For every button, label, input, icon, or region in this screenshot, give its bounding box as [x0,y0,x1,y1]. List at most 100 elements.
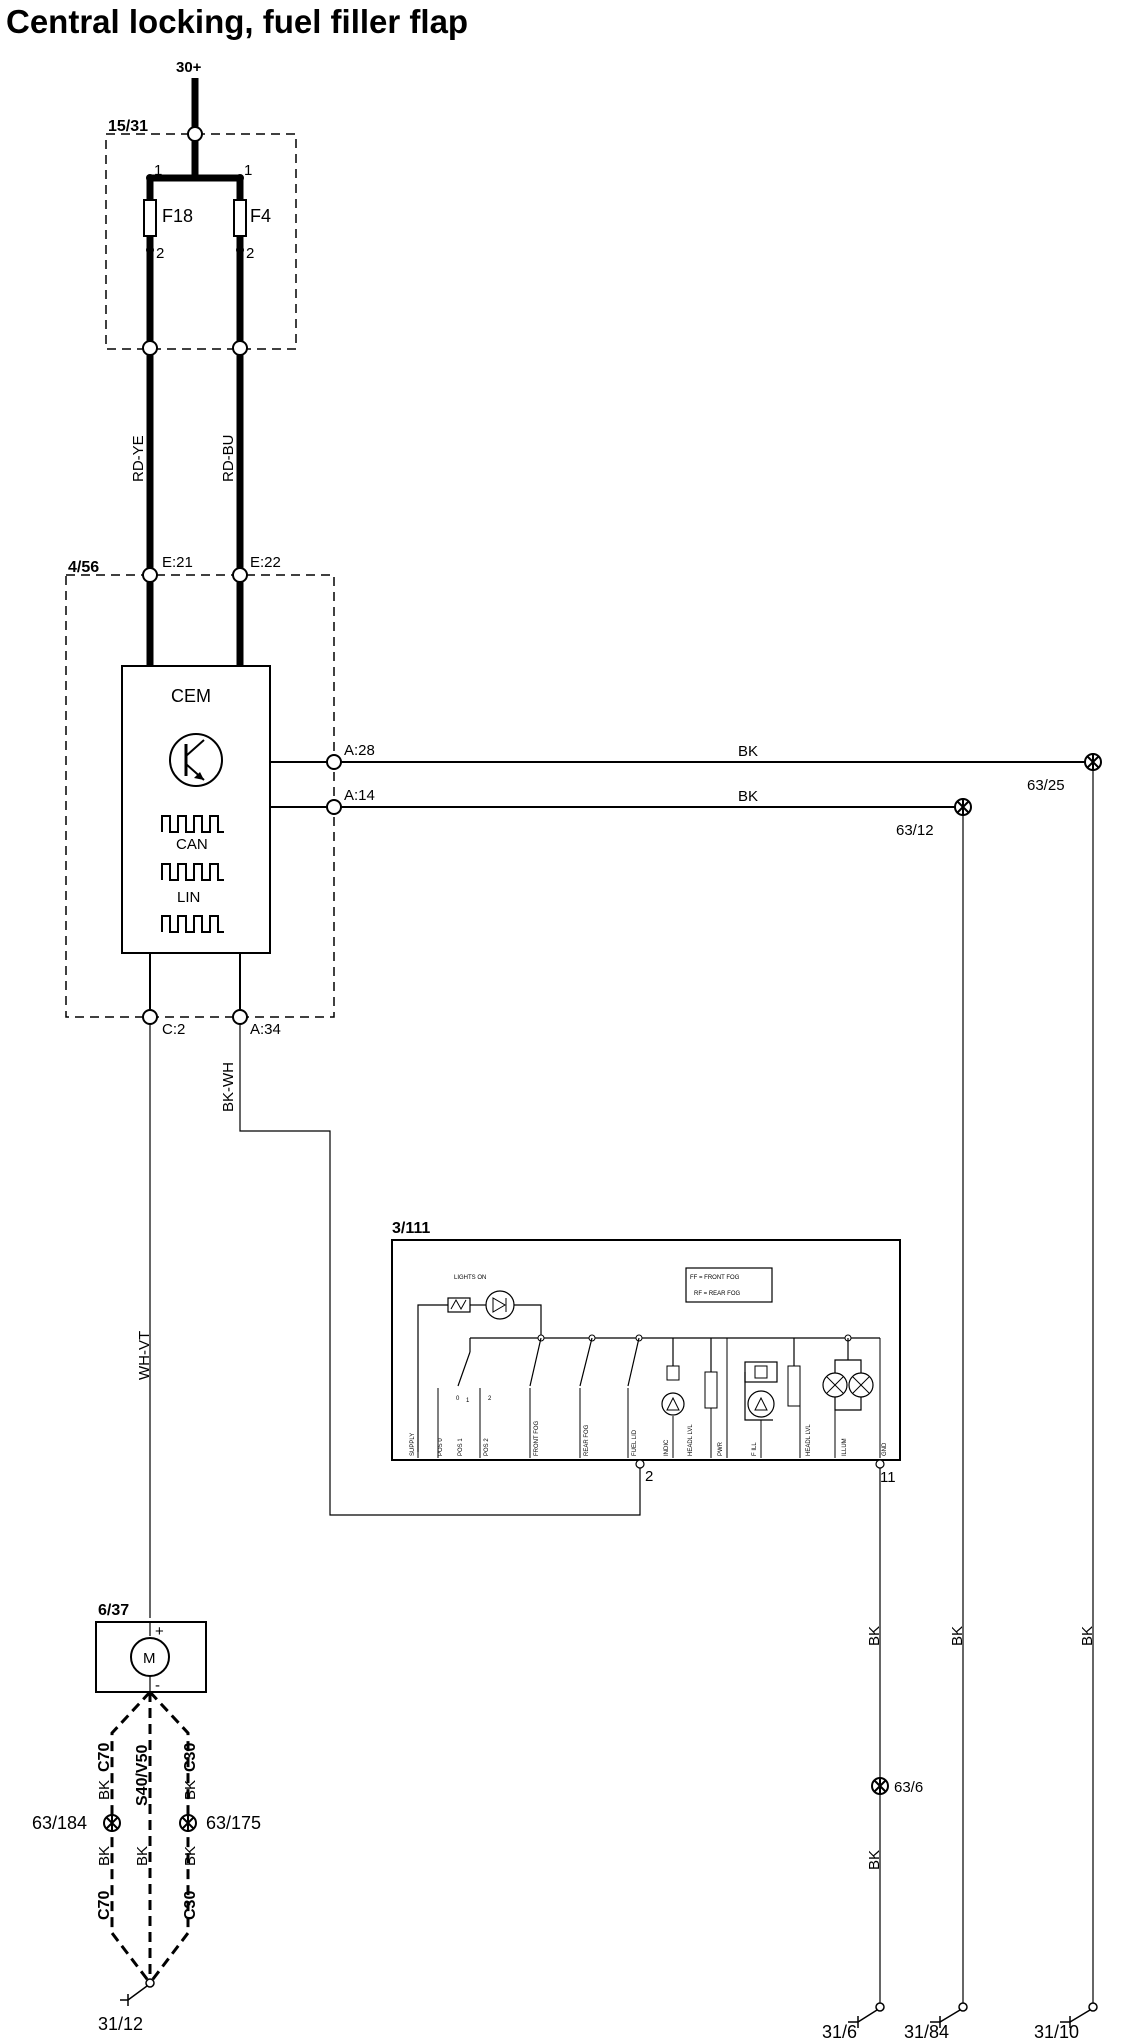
page-title: Central locking, fuel filler flap [6,3,469,40]
illumination-bulbs-icon [822,1338,874,1411]
pin-pos2: POS 2 [484,1438,490,1456]
wire-bk-label-switch-upper: BK [866,1626,883,1646]
ground-point-63-12-icon [954,798,972,816]
ground-point-63-12-label: 63/12 [896,822,934,839]
fuse-f4: 1 F4 2 [233,162,271,348]
pin-pwr: PWR [718,1441,724,1456]
ground-point-63-25-label: 63/25 [1027,777,1065,794]
wire-bk-c30-upper: BK [182,1780,199,1800]
pin-indic: INDIC [664,1439,670,1456]
cem-conn-e22: E:22 [250,554,281,571]
wire-rd-bu-label: RD-BU [220,435,237,483]
fuse-box-id: 15/31 [108,118,148,135]
cem-unit [121,665,271,954]
fuse-f18-pin-2: 2 [156,245,164,262]
lin-pulse-icon [161,915,224,933]
cem-name: CEM [171,686,211,706]
light-switch-pin-11: 11 [880,1469,896,1486]
pin-pos1: POS 1 [458,1438,464,1456]
cem-conn-a14: A:14 [344,787,375,804]
pin-supply: SUPPLY [410,1433,416,1456]
ground-point-63-184-label: 63/184 [32,1813,87,1833]
fuse-f4-pin-1: 1 [244,162,252,179]
wire-bk-label-6312: BK [949,1626,966,1646]
motor-minus: - [155,1677,160,1694]
wire-wh-vt-label: WH-VT [136,1331,153,1380]
wire-bk-c70-lower: BK [96,1846,113,1866]
fuse-box-15-31: 15/31 1 F18 2 1 F4 2 [105,118,297,356]
wire-bk-c70-upper: BK [96,1780,113,1800]
ground-31-84-label: 31/84 [904,2022,949,2040]
wire-bk-label-a28: BK [738,743,758,760]
wire-rd-ye-label: RD-YE [130,435,147,482]
fuse-f4-label: F4 [250,206,271,226]
pin-rear-fog: REAR FOG [584,1424,590,1456]
fuse-f4-pin-2: 2 [246,245,254,262]
switch-pos-1: 1 [466,1398,470,1404]
ground-31-6: 31/6 [822,2002,885,2040]
lights-on-led-icon [485,1290,515,1320]
transistor-icon [169,733,223,787]
ground-31-12: 31/12 [98,1978,155,2034]
ground-31-10: 31/10 [1034,2002,1098,2040]
light-switch-id: 3/111 [392,1220,430,1237]
fuse-f18: 1 F18 2 [143,162,193,348]
pin-front-fog: FRONT FOG [534,1420,540,1456]
ground-point-63-25-icon [1084,753,1102,771]
ground-point-63-184-icon [103,1814,121,1832]
cem-module-4-56: 4/56 E:21 E:22 CEM CAN LIN A:28 [65,554,375,1038]
pin-illum: ILLUM [842,1438,848,1456]
variant-c30-lower: C30 [182,1891,199,1920]
cem-conn-a28: A:28 [344,742,375,759]
cem-conn-a34: A:34 [250,1021,281,1038]
lights-on-label: LIGHTS ON [454,1275,486,1281]
wire-bk-wh: BK-WH [220,1024,641,1516]
wire-bk-label-6325: BK [1079,1626,1096,1646]
cem-conn-e21: E:21 [162,554,193,571]
cem-lin-label: LIN [177,889,200,906]
wire-bk-label-switch-lower: BK [866,1850,883,1870]
ground-point-63-6-label: 63/6 [894,1779,923,1796]
wire-bk-c30-lower: BK [182,1846,199,1866]
cem-conn-c2: C:2 [162,1021,185,1038]
pin-fuel-lid: FUEL LID [632,1429,638,1456]
ground-wires-cem: BK BK 63/25 63/12 BK BK [341,743,1102,2007]
can-pulse-icon [161,815,224,881]
ground-point-63-6-icon [871,1777,889,1795]
pin-headl-lvl: HEADL LVL [688,1424,694,1456]
ground-31-12-label: 31/12 [98,2014,143,2034]
fuel-flap-motor-6-37: 6/37 + - M [95,1602,207,1694]
motor-plus: + [155,1623,164,1640]
switch-pos-0: 0 [456,1396,460,1402]
supply-30plus: 30+ [176,59,202,134]
motor-symbol: M [143,1650,156,1667]
light-switch-pin-2: 2 [645,1468,653,1485]
variant-c70-upper: C70 [96,1743,113,1772]
wire-bk-wh-label: BK-WH [220,1062,237,1112]
cem-can-label: CAN [176,836,208,853]
light-switch-3-111: 3/111 LIGHTS ON FF = FRONT FOG RF = REAR… [391,1220,901,1486]
motor-id: 6/37 [98,1602,129,1619]
ground-31-6-label: 31/6 [822,2022,857,2040]
variant-c70-lower: C70 [96,1891,113,1920]
switch-pos-2: 2 [488,1396,492,1402]
wire-bk-s40-lower: BK [134,1846,151,1866]
fuse-box-input-node [187,126,203,142]
pin-pos0: POS 0 [438,1438,444,1456]
fuse-f18-pin-1: 1 [154,162,162,179]
ground-31-84: 31/84 [904,2002,968,2040]
wire-switch-ground: BK 63/6 BK [866,1468,923,2007]
fuse-f18-label: F18 [162,206,193,226]
supply-label: 30+ [176,59,202,76]
cem-id: 4/56 [68,559,99,576]
variant-s40-v50: S40/V50 [134,1745,151,1806]
wire-bk-label-a14: BK [738,788,758,805]
variant-ground-paths: 63/184 63/175 C70 BK S40/V50 C30 BK BK B… [32,1690,261,1984]
pin-gnd: GND [882,1442,888,1456]
switch-contacts [457,1337,640,1387]
legend-rear-fog: RF = REAR FOG [694,1291,741,1297]
variant-c30-upper: C30 [182,1743,199,1772]
legend-front-fog: FF = FRONT FOG [690,1275,740,1281]
ground-31-10-label: 31/10 [1034,2022,1079,2040]
